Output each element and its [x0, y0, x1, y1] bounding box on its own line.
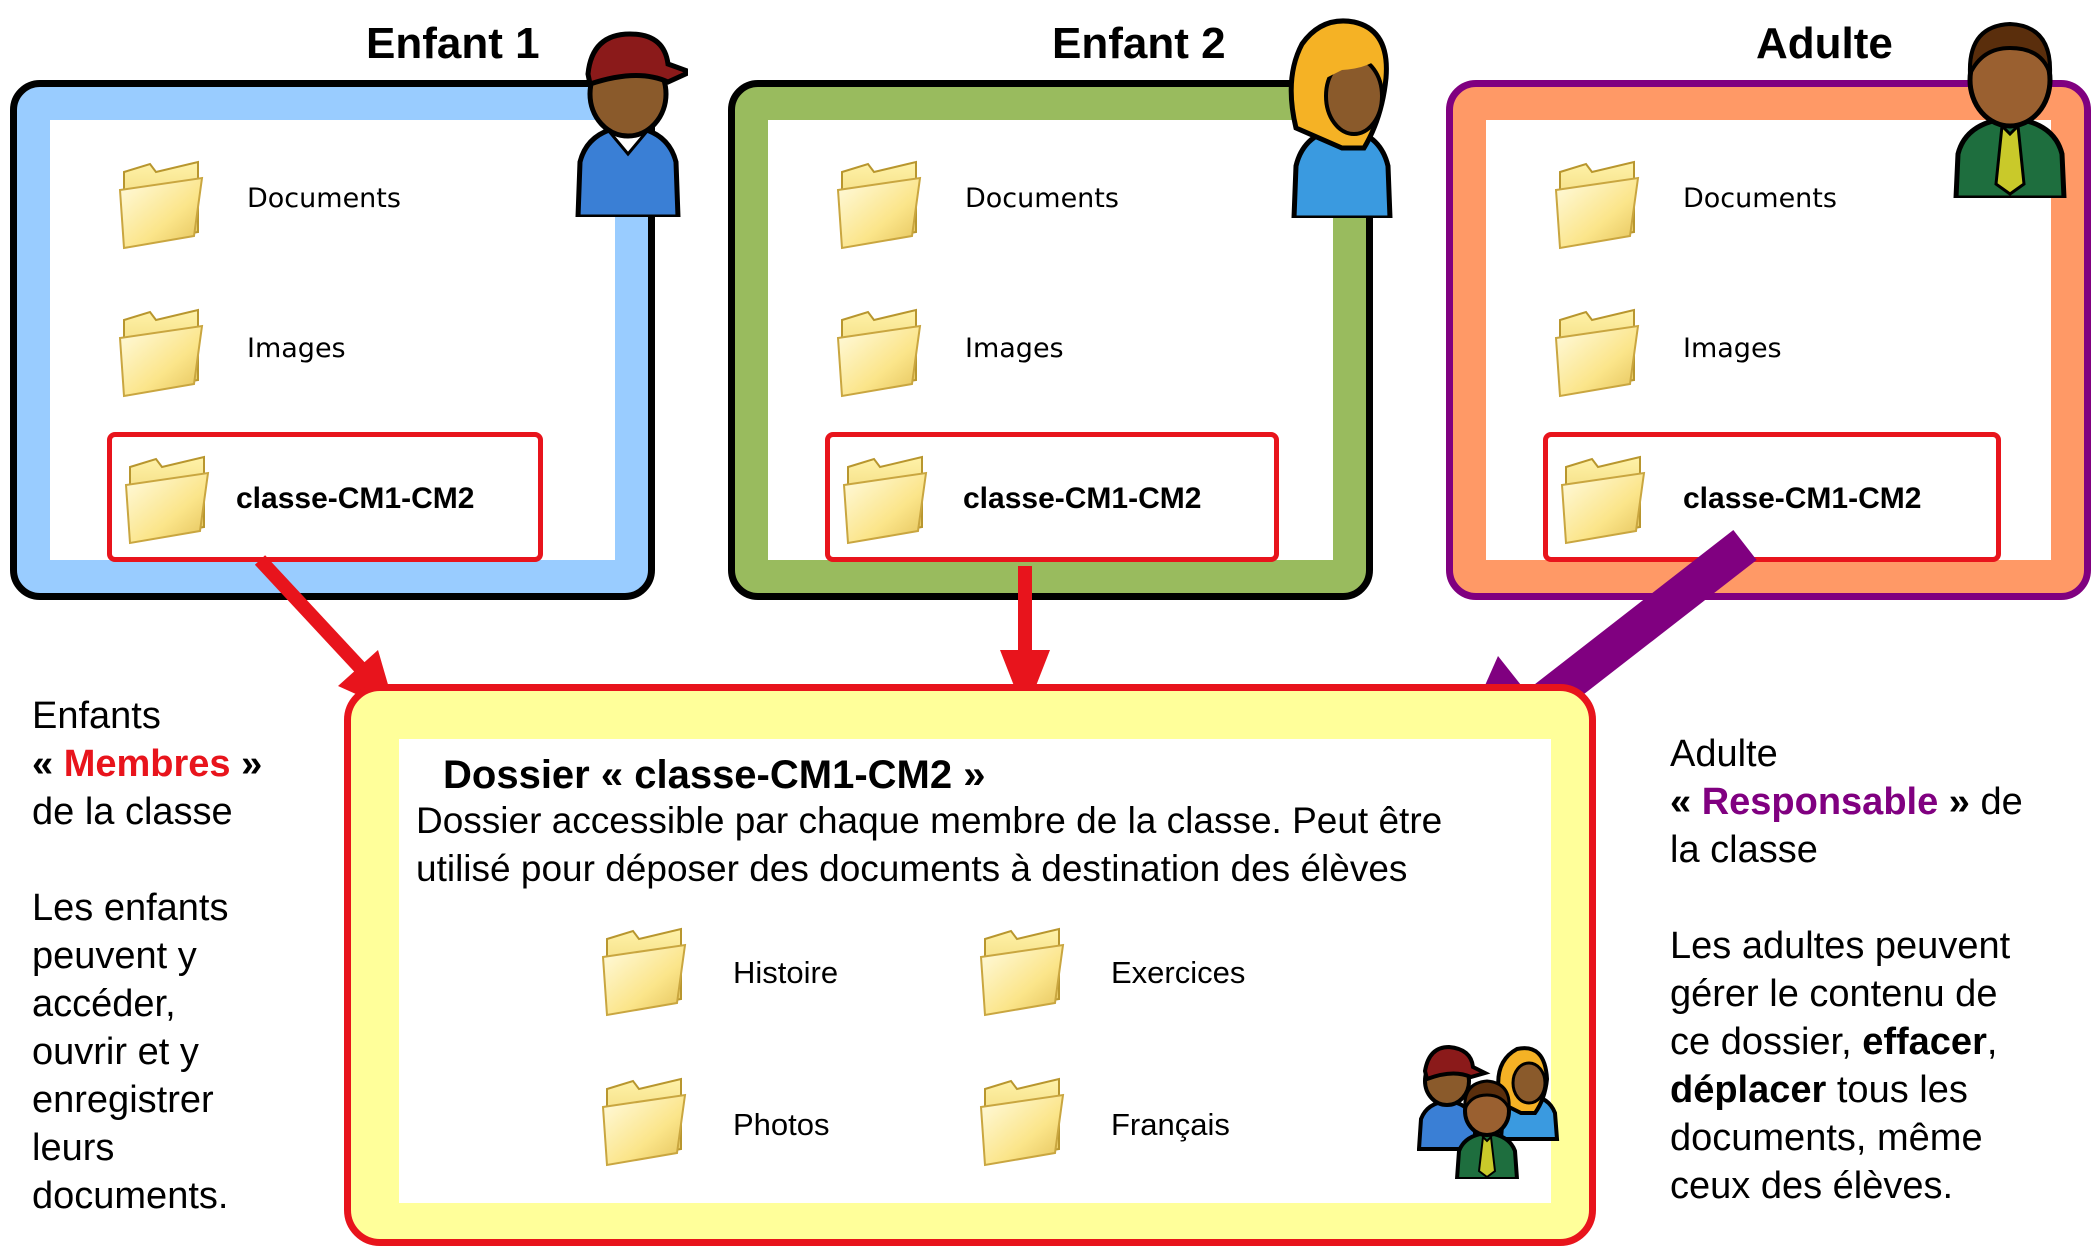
shared-folder-label: classe-CM1-CM2 — [236, 482, 475, 515]
folder-icon[interactable] — [593, 919, 693, 1019]
left-note-line1: Enfants — [32, 695, 161, 737]
shared-folder-description: Dossier accessible par chaque membre de … — [416, 800, 1443, 889]
shared-folder-label: classe-CM1-CM2 — [1683, 482, 1922, 515]
left-note-role-line: « Membres » — [32, 740, 332, 788]
panel-title-enfant1: Enfant 1 — [366, 19, 540, 68]
right-note-role-line: « Responsable » de — [1670, 778, 2090, 826]
folder-label-histoire[interactable]: Histoire — [733, 955, 839, 990]
shared-folder-content: Dossier « classe-CM1-CM2 » Dossier acces… — [399, 739, 1560, 1203]
folder-label-documents[interactable]: Documents — [965, 183, 1119, 214]
folder-label-documents[interactable]: Documents — [1683, 183, 1837, 214]
child-boy-avatar — [575, 31, 688, 217]
panel-enfant2-content: Documents Images classe-CM1-CM2 — [768, 120, 1333, 562]
left-note: Enfants « Membres » de la classe Les enf… — [32, 692, 332, 1220]
left-desc-line: leurs — [32, 1127, 115, 1169]
folder-label-images[interactable]: Images — [965, 333, 1064, 364]
folder-label-exercices[interactable]: Exercices — [1111, 955, 1246, 990]
right-desc-effacer: effacer — [1862, 1021, 1987, 1063]
shared-folder-title: Dossier « classe-CM1-CM2 » — [443, 753, 986, 797]
left-quote-close: » — [241, 743, 263, 785]
right-desc-line: gérer le contenu de — [1670, 973, 1998, 1015]
arrowhead-enfant2 — [1000, 650, 1050, 714]
left-desc-line: enregistrer — [32, 1079, 214, 1121]
left-desc-line: ouvrir et y — [32, 1031, 199, 1073]
left-note-line3: de la classe — [32, 791, 233, 833]
right-de: de — [1980, 781, 2023, 823]
shared-folder-highlight[interactable]: classe-CM1-CM2 — [825, 432, 1279, 562]
left-quote-open: « — [32, 743, 54, 785]
folder-label-images[interactable]: Images — [247, 333, 346, 364]
right-desc4b: tous les — [1836, 1069, 1968, 1111]
folder-label-photos[interactable]: Photos — [733, 1107, 830, 1142]
right-quote-open: « — [1670, 781, 1692, 823]
shared-folder-label: classe-CM1-CM2 — [963, 482, 1202, 515]
right-quote-close: » — [1948, 781, 1970, 823]
shared-folder-box: Dossier « classe-CM1-CM2 » Dossier acces… — [344, 684, 1596, 1246]
left-desc-line: peuvent y — [32, 935, 197, 977]
shared-folder-highlight[interactable]: classe-CM1-CM2 — [1543, 432, 2001, 562]
panel-enfant1: Documents Images classe-CM1-CM2 — [10, 80, 655, 600]
shared-folder-highlight[interactable]: classe-CM1-CM2 — [107, 432, 543, 562]
right-desc-line: Les adultes peuvent — [1670, 925, 2011, 967]
arrow-enfant1-to-center — [254, 555, 372, 679]
panel-title-adulte: Adulte — [1756, 19, 1893, 68]
left-desc-line: accéder, — [32, 983, 176, 1025]
panel-enfant1-content: Documents Images classe-CM1-CM2 — [50, 120, 615, 562]
right-desc-deplacer: déplacer — [1670, 1069, 1827, 1111]
right-desc-line: documents, même — [1670, 1117, 1983, 1159]
left-desc-line: documents. — [32, 1175, 229, 1217]
panel-enfant2: Documents Images classe-CM1-CM2 — [728, 80, 1373, 600]
child-girl-avatar — [1288, 18, 1393, 218]
left-role: Membres — [63, 743, 231, 785]
folder-icon[interactable] — [593, 1069, 693, 1169]
right-note: Adulte « Responsable » de la classe Les … — [1670, 730, 2090, 1210]
left-desc-line: Les enfants — [32, 887, 229, 929]
adult-avatar — [1953, 21, 2067, 198]
folder-label-francais[interactable]: Français — [1111, 1107, 1230, 1142]
right-desc-line: ceux des élèves. — [1670, 1165, 1954, 1207]
right-desc3a: ce dossier, — [1670, 1021, 1852, 1063]
right-desc-line: ce dossier, effacer, — [1670, 1018, 2090, 1066]
folder-icon[interactable] — [971, 1069, 1071, 1169]
folder-label-images[interactable]: Images — [1683, 333, 1782, 364]
right-role: Responsable — [1701, 781, 1939, 823]
right-note-line3: la classe — [1670, 829, 1818, 871]
right-desc-line: déplacer tous les — [1670, 1066, 2090, 1114]
right-note-line1: Adulte — [1670, 733, 1778, 775]
panel-title-enfant2: Enfant 2 — [1052, 19, 1226, 68]
right-desc3c: , — [1986, 1021, 1998, 1063]
group-icon — [1417, 1044, 1560, 1179]
folder-label-documents[interactable]: Documents — [247, 183, 401, 214]
folder-icon[interactable] — [971, 919, 1071, 1019]
